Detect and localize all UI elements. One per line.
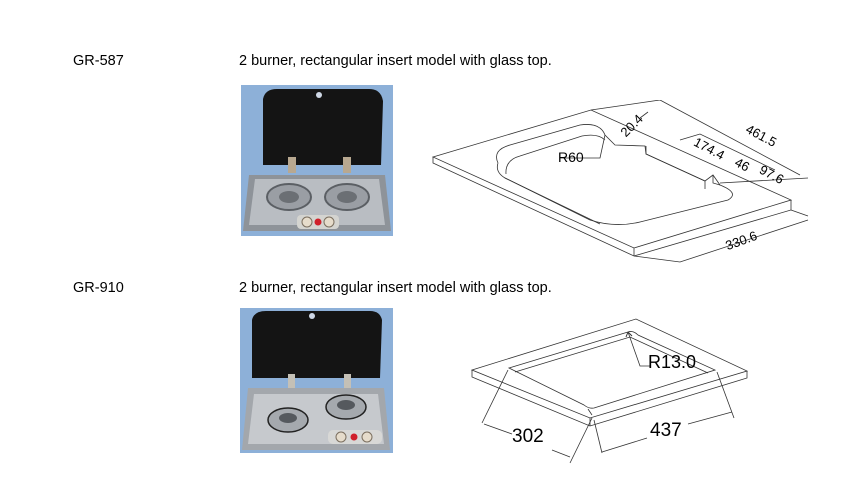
- product-photo-gr-587: [241, 85, 393, 236]
- product-description-gr-587: 2 burner, rectangular insert model with …: [239, 53, 552, 69]
- product-photo-gr-910: [240, 308, 393, 453]
- frame-diagram-gr-910: R13.0 302 437: [460, 310, 760, 470]
- dimension-label-width: 302: [512, 426, 544, 447]
- glass-lid: [263, 89, 383, 165]
- dimension-label-radius: R13.0: [648, 352, 697, 372]
- dimension-label-radius: R60: [558, 149, 584, 165]
- glass-lid: [252, 311, 382, 378]
- product-description-gr-910: 2 burner, rectangular insert model with …: [239, 280, 552, 296]
- dimension-label-length: 437: [650, 420, 682, 441]
- model-number-gr-587: GR-587: [73, 53, 124, 69]
- model-number-gr-910: GR-910: [73, 280, 124, 296]
- cutout-diagram-gr-587: R60 20.4 461.5 174.4 46 97.6 330.6: [425, 100, 825, 270]
